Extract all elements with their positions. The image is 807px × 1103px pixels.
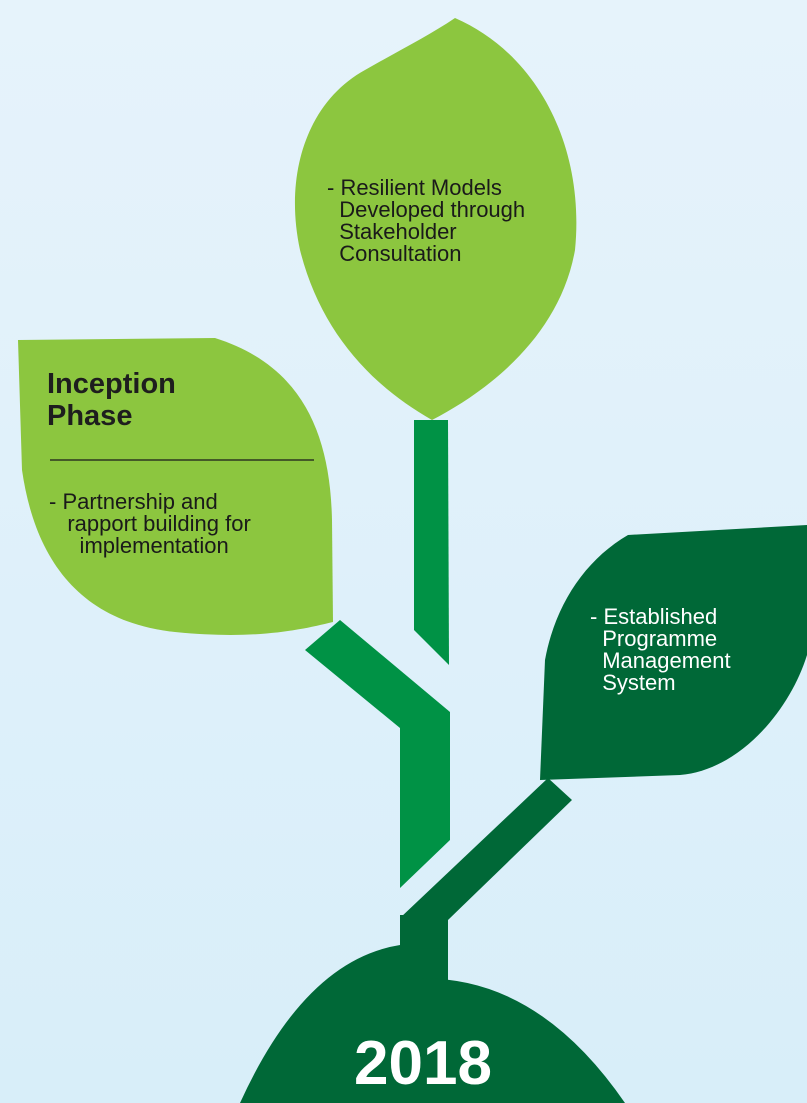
top-stem xyxy=(414,420,449,665)
left-leaf-text: - Partnership and rapport building for i… xyxy=(49,489,251,558)
base-hill xyxy=(240,945,625,1103)
top-leaf-text: - Resilient Models Developed through Sta… xyxy=(327,175,526,266)
right-leaf-text: - Established Programme Management Syste… xyxy=(590,604,731,695)
top-leaf xyxy=(294,18,577,420)
left-leaf-heading: Inception Phase xyxy=(47,368,176,432)
left-branch xyxy=(305,620,450,888)
left-leaf xyxy=(18,338,333,635)
trunk xyxy=(400,915,448,975)
right-leaf xyxy=(540,525,807,780)
year-label: 2018 xyxy=(354,1029,492,1098)
